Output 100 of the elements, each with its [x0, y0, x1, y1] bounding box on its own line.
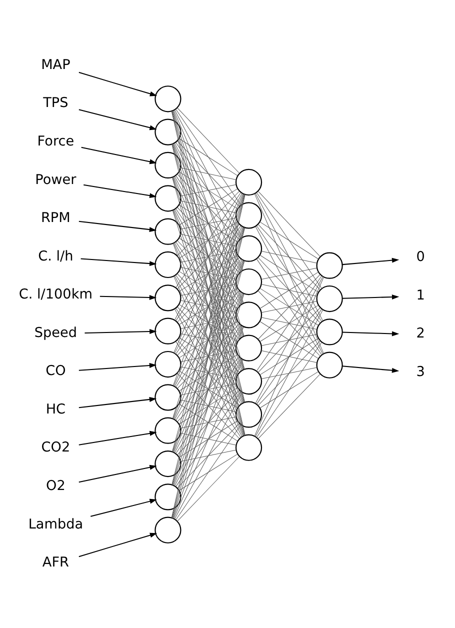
connector — [174, 258, 242, 386]
connector — [178, 403, 238, 441]
node-text: Force — [37, 132, 74, 149]
connector — [180, 266, 236, 279]
node-text: 1 — [416, 286, 425, 303]
connector — [180, 283, 236, 296]
connector — [177, 256, 240, 322]
connector — [174, 325, 242, 453]
connector — [180, 250, 236, 262]
connector — [255, 226, 324, 354]
connector — [180, 200, 236, 213]
connector — [180, 217, 236, 229]
connector — [178, 453, 238, 490]
connector — [174, 142, 242, 270]
connector — [174, 226, 244, 386]
arrow — [342, 330, 400, 336]
node-text: C. l/100km — [18, 286, 92, 302]
connector — [180, 233, 236, 246]
node-circle — [235, 334, 262, 361]
node-circle — [235, 234, 262, 262]
connector — [256, 275, 322, 371]
node-circle — [154, 85, 182, 112]
connector — [258, 307, 320, 372]
connector — [178, 320, 238, 358]
connector — [177, 140, 240, 206]
connector — [174, 292, 242, 420]
arrow — [80, 258, 157, 266]
node-text: HC — [46, 400, 66, 417]
connector — [260, 338, 319, 375]
connector — [177, 173, 240, 240]
connector — [178, 336, 238, 374]
connector — [176, 108, 242, 206]
arrow — [342, 365, 400, 372]
arrow — [78, 430, 157, 445]
node-circle — [154, 218, 182, 244]
connector — [180, 382, 236, 395]
connector — [172, 210, 244, 402]
node-text: AFR — [42, 554, 69, 570]
connector — [180, 449, 236, 462]
node-text: 2 — [416, 325, 425, 342]
connector — [172, 176, 244, 370]
connector — [260, 221, 319, 259]
arrow — [78, 532, 158, 557]
node-circle — [316, 284, 343, 312]
connector — [260, 288, 319, 326]
node-circle — [154, 118, 182, 145]
connector — [174, 259, 244, 419]
connector — [256, 192, 322, 288]
connector — [177, 272, 240, 339]
connector — [256, 342, 322, 438]
connector — [176, 258, 242, 354]
connector — [178, 237, 238, 275]
connector — [180, 332, 236, 346]
connector — [174, 192, 244, 353]
connector — [261, 350, 318, 362]
arrow — [78, 220, 157, 232]
connector — [261, 284, 318, 296]
connector — [180, 166, 236, 180]
connector — [174, 358, 242, 486]
connector — [258, 274, 320, 340]
connector — [178, 270, 238, 308]
connector — [178, 370, 238, 408]
connector — [174, 275, 242, 404]
connector — [178, 204, 238, 242]
connector — [177, 422, 240, 488]
node-circle — [154, 284, 182, 311]
node-text: 0 — [416, 248, 425, 265]
node-text: MAP — [41, 56, 70, 72]
arrow — [78, 71, 158, 96]
connector — [172, 292, 244, 485]
node-circle — [154, 250, 182, 278]
node-circle — [154, 317, 182, 344]
connector — [174, 192, 242, 320]
connector — [178, 221, 238, 258]
connector — [174, 175, 242, 304]
connector — [177, 372, 240, 439]
node-circle — [154, 483, 182, 510]
connector — [172, 226, 244, 418]
connector — [174, 226, 242, 354]
connector — [174, 292, 244, 452]
node-text: Lambda — [28, 516, 84, 532]
arrow — [84, 328, 157, 334]
connector — [180, 350, 236, 362]
connector — [177, 390, 240, 455]
connector — [258, 224, 321, 290]
connector — [174, 308, 242, 436]
connector — [261, 300, 318, 312]
connector — [254, 192, 324, 354]
connector — [176, 174, 242, 272]
connector — [172, 193, 244, 386]
connector — [258, 256, 321, 323]
node-circle — [235, 434, 262, 460]
connector — [172, 110, 244, 303]
connector — [176, 324, 242, 420]
connector — [255, 308, 324, 436]
connector — [180, 184, 236, 196]
connector — [174, 110, 244, 270]
connector — [177, 339, 240, 406]
arrow — [90, 498, 157, 516]
connector — [174, 176, 244, 336]
